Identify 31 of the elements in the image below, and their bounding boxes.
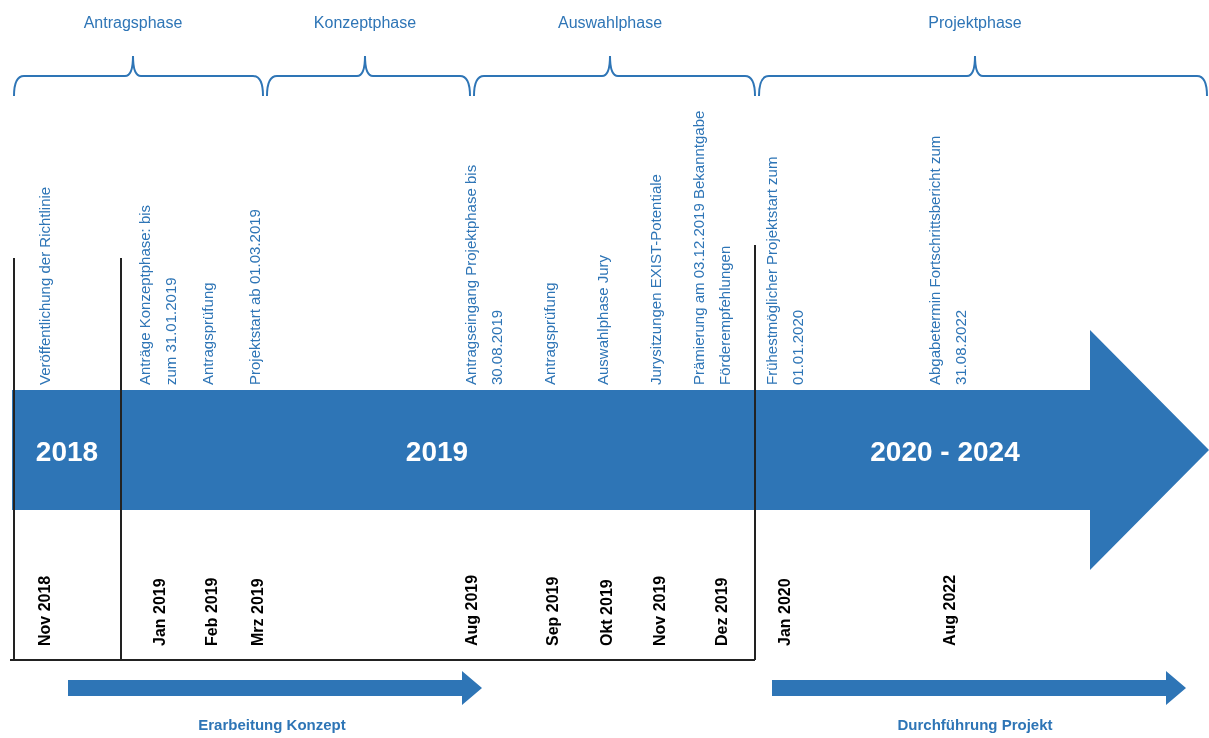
month-label: Aug 2022 <box>940 573 959 646</box>
event-label: Projektstart ab 01.03.2019 <box>245 208 264 385</box>
month-label: Feb 2019 <box>202 576 221 646</box>
event-label: Jurysitzungen EXIST-Potentiale <box>646 173 665 385</box>
month-label: Nov 2019 <box>650 574 669 646</box>
event-label: Abgabetermin Fortschrittsbericht zum 31.08.2022 <box>925 134 970 385</box>
month-label: Aug 2019 <box>462 573 481 646</box>
event-label: Veröffentlichung der Richtlinie <box>35 185 54 385</box>
month-label: Nov 2018 <box>35 574 54 646</box>
year-label: 2019 <box>405 436 469 468</box>
period-label: Durchführung Projekt <box>897 716 1053 733</box>
month-label: Jan 2020 <box>775 577 794 646</box>
event-label: Auswahlphase Jury <box>593 253 612 385</box>
event-label: Frühestmöglicher Projektstart zum 01.01.2020 <box>762 155 807 385</box>
event-label: Anträge Konzeptphase: bis zum 31.01.2019 <box>135 203 180 385</box>
month-label: Mrz 2019 <box>248 577 267 646</box>
event-label: Antragsprüfung <box>198 281 217 385</box>
phase-label: Projektphase <box>928 14 1022 32</box>
phase-label: Konzeptphase <box>313 14 417 32</box>
year-label: 2020 - 2024 <box>870 436 1020 468</box>
phase-label: Auswahlphase <box>557 14 663 32</box>
month-label: Dez 2019 <box>712 576 731 646</box>
year-label: 2018 <box>35 436 99 468</box>
event-label: Prämierung am 03.12.2019 Bekanntgabe Förderempfehlungen <box>689 109 734 385</box>
phase-label: Antragsphase <box>83 14 183 32</box>
period-label: Erarbeitung Konzept <box>198 716 346 733</box>
month-label: Sep 2019 <box>543 575 562 646</box>
event-label: Antragseingang Projektphase bis 30.08.2019 <box>461 163 506 385</box>
month-label: Okt 2019 <box>597 578 616 646</box>
month-label: Jan 2019 <box>150 577 169 646</box>
event-label: Antragsprüfung <box>540 281 559 385</box>
